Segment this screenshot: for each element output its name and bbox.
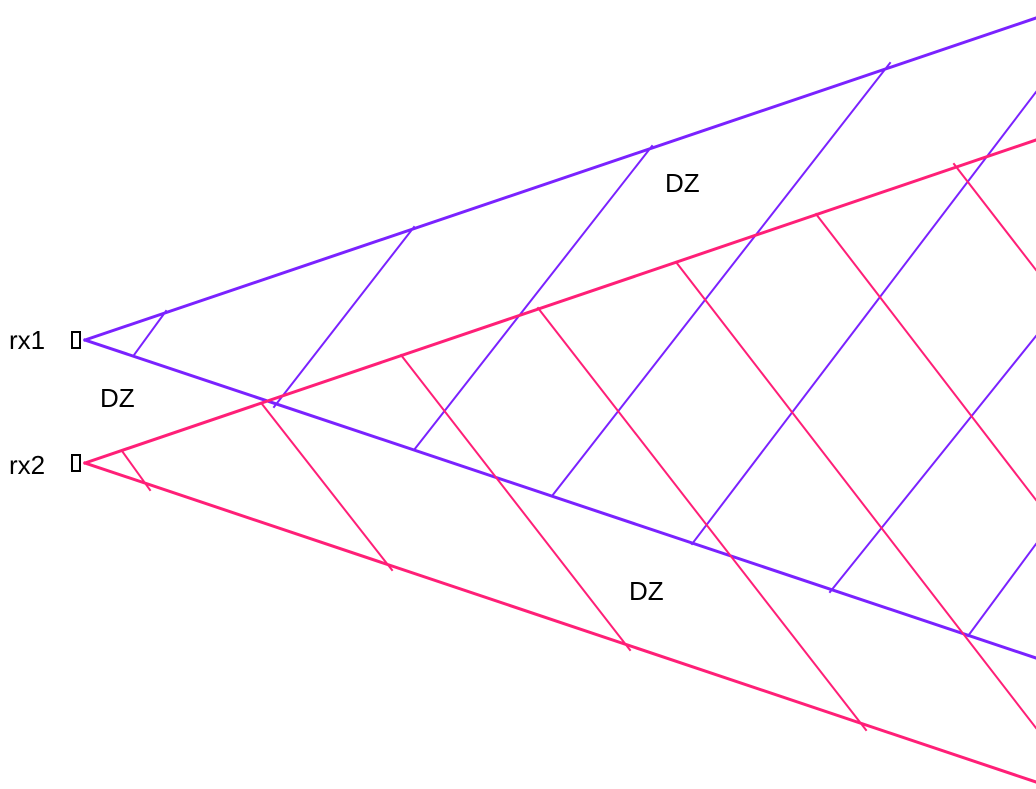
receiver-markers [71, 331, 81, 472]
rx1-crossing-line-2 [272, 225, 416, 409]
rx1-crossing-line-7 [966, 542, 1036, 638]
rx1-crossing-line-6 [828, 334, 1036, 594]
receiver-box-icon [71, 454, 81, 472]
rx2-crossing-line-3 [399, 353, 632, 652]
rx1-crossing-line-5 [690, 90, 1036, 546]
dead-zone-label-top: DZ [665, 168, 700, 198]
dead-zone-label-bottom: DZ [629, 576, 664, 606]
rx1-upper-boundary-line [83, 16, 1036, 342]
rx2-upper-boundary-line [83, 138, 1036, 465]
rx1-label: rx1 [9, 325, 45, 355]
rx1-lower-boundary-line [83, 338, 1036, 660]
rx1-crossing-line-4 [550, 61, 892, 498]
rx2-crossing-line-2 [260, 402, 394, 572]
rx2-crossing-line-7 [952, 162, 1036, 272]
rx2-beam-group [83, 138, 1036, 784]
rx1-crossing-line-1 [132, 309, 168, 357]
rx2-crossing-line-5 [674, 260, 1036, 730]
rx1-crossing-line-3 [412, 144, 654, 452]
rx2-crossing-line-1 [120, 449, 152, 492]
rx2-crossing-line-4 [536, 306, 868, 732]
receiver-box-icon [71, 331, 81, 349]
rx2-lower-boundary-line [83, 461, 1036, 784]
dead-zone-label-left: DZ [100, 383, 135, 413]
rx2-crossing-line-6 [814, 212, 1036, 502]
receiver-labels: rx1 rx2 [9, 325, 45, 480]
dead-zone-labels: DZ DZ DZ [100, 168, 700, 606]
rx2-label: rx2 [9, 450, 45, 480]
rx1-beam-group [83, 16, 1036, 660]
